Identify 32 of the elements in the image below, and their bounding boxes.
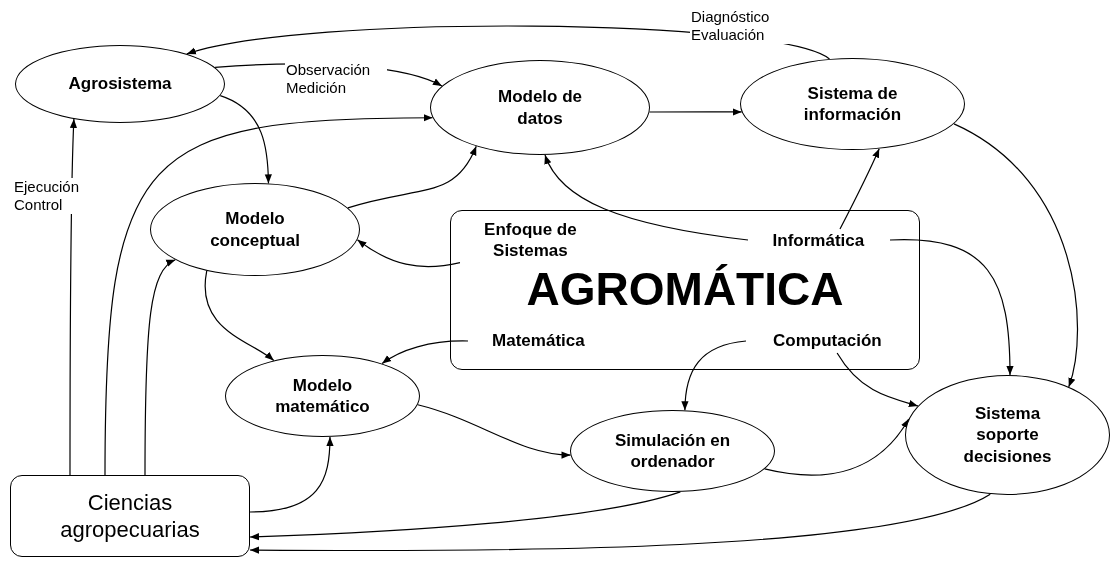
arrow [381, 340, 469, 365]
arrow [347, 145, 477, 209]
arrow [249, 436, 334, 513]
node-label: Computación [745, 328, 910, 353]
arrow [249, 491, 681, 541]
rounded-box [450, 210, 920, 370]
arrow [953, 123, 1079, 388]
arrow [204, 270, 275, 362]
arrow [839, 148, 880, 230]
node-label: Agrosistema [67, 73, 173, 95]
arrow [681, 340, 747, 411]
arrow [889, 239, 1014, 376]
arrow [249, 493, 991, 554]
node-label: Simulación en ordenador [613, 429, 732, 473]
node-label: Sistema de información [802, 82, 903, 126]
node-label: Matemática [467, 328, 610, 353]
arrow [219, 95, 272, 184]
rounded-box [10, 475, 250, 557]
arrow [544, 154, 749, 241]
arrow [356, 239, 461, 268]
node-label: Modelo conceptual [209, 208, 301, 251]
node-label: Modelo matemático [274, 374, 371, 418]
arrow [417, 404, 572, 459]
arrow [648, 108, 743, 116]
node-label: Informática [747, 228, 890, 253]
node-label: Ciencias agropecuarias [59, 488, 201, 544]
arrow [104, 114, 434, 476]
node-label: Modelo de datos [496, 86, 584, 129]
arrow [144, 259, 176, 476]
arrow [69, 118, 78, 476]
arrow [836, 352, 919, 407]
node-label: Sistema soporte decisiones [962, 403, 1053, 467]
